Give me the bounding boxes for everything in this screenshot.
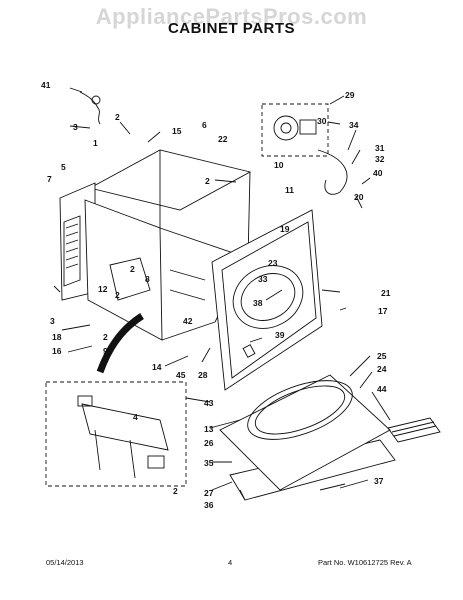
callout-25: 25 — [377, 351, 387, 361]
callout-11: 11 — [285, 185, 294, 195]
callout-14: 14 — [152, 362, 162, 372]
callout-18: 18 — [52, 332, 62, 342]
footer-page-number: 4 — [228, 558, 233, 567]
callout-21: 21 — [381, 288, 391, 298]
callout-29: 29 — [345, 90, 355, 100]
front-panel — [211, 209, 323, 391]
callout-labels: 41 3 1 2 15 5 7 6 22 29 30 34 31 32 40 2… — [41, 80, 391, 510]
callout-37: 37 — [374, 476, 384, 486]
callout-24: 24 — [377, 364, 387, 374]
callout-9: 9 — [103, 346, 108, 356]
callout-4: 4 — [133, 412, 138, 422]
callout-22: 22 — [218, 134, 228, 144]
callout-32: 32 — [375, 154, 385, 164]
footer-part-number: Part No. W10612725 Rev. A — [318, 558, 412, 567]
callout-2e: 2 — [103, 332, 108, 342]
callout-35: 35 — [204, 458, 214, 468]
callout-19: 19 — [280, 224, 290, 234]
callout-8: 8 — [145, 274, 150, 284]
callout-2: 2 — [115, 112, 120, 122]
callout-2f: 2 — [173, 486, 178, 496]
watermark: AppliancePartsPros.com — [95, 4, 368, 29]
callout-3b: 3 — [50, 316, 55, 326]
door-assembly — [219, 374, 391, 491]
callout-5: 5 — [61, 162, 66, 172]
callout-28: 28 — [198, 370, 208, 380]
callout-40: 40 — [373, 168, 383, 178]
callout-44: 44 — [377, 384, 387, 394]
callout-13: 13 — [204, 424, 214, 434]
callout-42: 42 — [183, 316, 193, 326]
callout-38: 38 — [253, 298, 263, 308]
callout-34: 34 — [349, 120, 359, 130]
callout-45: 45 — [176, 370, 186, 380]
callout-7: 7 — [47, 174, 52, 184]
callout-39: 39 — [275, 330, 285, 340]
callout-17: 17 — [378, 306, 388, 316]
callout-15: 15 — [172, 126, 182, 136]
burner-assembly-inset — [45, 381, 187, 487]
callout-31: 31 — [375, 143, 385, 153]
callout-36: 36 — [204, 500, 214, 510]
callout-30: 30 — [317, 116, 327, 126]
power-cord — [79, 91, 101, 125]
motor-assembly — [261, 103, 329, 157]
callout-10: 10 — [274, 160, 284, 170]
page-title: CABINET PARTS — [167, 20, 296, 37]
lint-screen — [387, 417, 441, 443]
callout-2d: 2 — [115, 290, 120, 300]
callout-33: 33 — [258, 274, 268, 284]
callout-2b: 2 — [205, 176, 210, 186]
callout-12: 12 — [98, 284, 108, 294]
callout-26: 26 — [204, 438, 214, 448]
callout-6: 6 — [202, 120, 207, 130]
drive-belt — [317, 149, 348, 195]
exhaust-duct — [96, 313, 144, 374]
callout-16: 16 — [52, 346, 62, 356]
callout-2c: 2 — [130, 264, 135, 274]
callout-41: 41 — [41, 80, 51, 90]
callout-3: 3 — [73, 122, 78, 132]
callout-1: 1 — [93, 138, 98, 148]
footer-date: 05/14/2013 — [46, 558, 84, 567]
callout-27: 27 — [204, 488, 214, 498]
callout-20: 20 — [354, 192, 364, 202]
callout-43: 43 — [204, 398, 214, 408]
callout-23: 23 — [268, 258, 278, 268]
